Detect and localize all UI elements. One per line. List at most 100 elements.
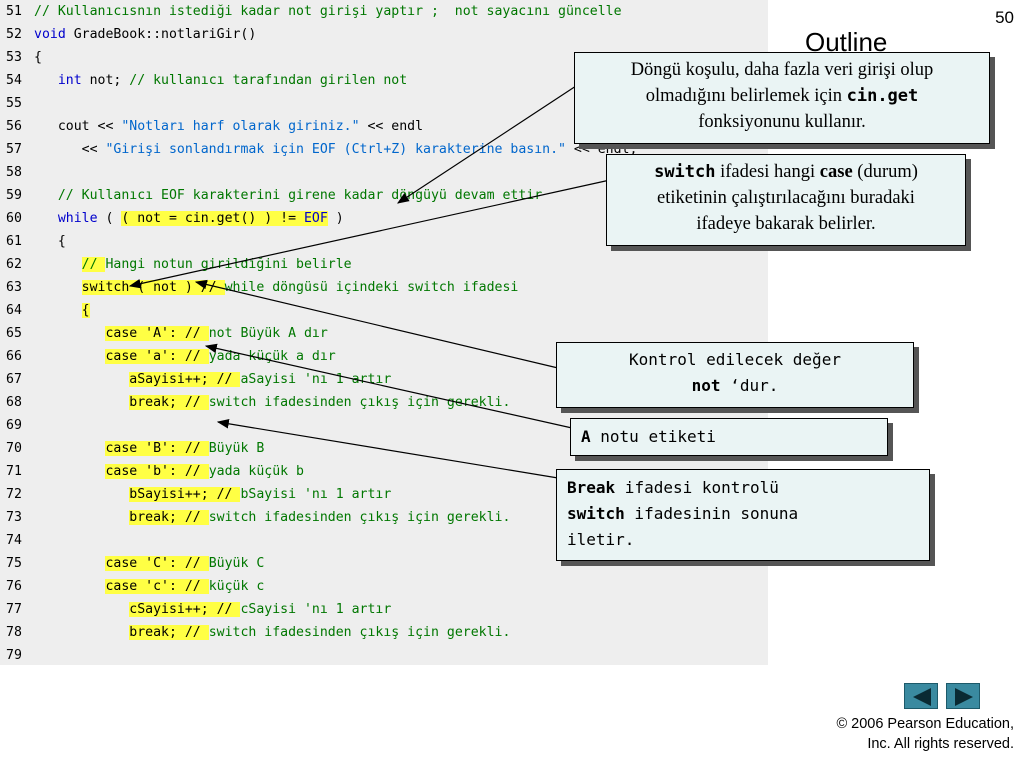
code-text: break; // switch ifadesinden çıkış için …: [34, 391, 510, 414]
code-text: void GradeBook::notlariGir(): [34, 23, 256, 46]
code-text: aSayisi++; // aSayisi 'nı 1 artır: [34, 368, 391, 391]
code-segment: [34, 487, 129, 502]
line-number: 53: [6, 50, 22, 65]
line-number: 66: [6, 349, 22, 364]
code-segment: while döngüsü içindeki switch ifadesi: [224, 280, 519, 295]
code-line: 61 {: [0, 230, 768, 253]
next-slide-button[interactable]: [946, 683, 980, 709]
line-number: 58: [6, 165, 22, 180]
code-segment: [34, 211, 58, 226]
code-line: 73 break; // switch ifadesinden çıkış iç…: [0, 506, 768, 529]
code-segment: break; //: [129, 510, 209, 525]
code-segment: switch ifadesinden çıkış için gerekli.: [208, 395, 511, 410]
callout-break-bold: Break: [567, 478, 616, 497]
callout-switch-line3: ifadeye bakarak belirler.: [696, 214, 876, 234]
code-text: case 'a': // yada küçük a dır: [34, 345, 336, 368]
code-line: 55: [0, 92, 768, 115]
callout-break-line3: iletir.: [567, 530, 635, 549]
code-segment: [34, 579, 105, 594]
code-segment: [34, 510, 129, 525]
code-segment: switch ifadesinden çıkış için gerekli.: [208, 625, 511, 640]
code-segment: <<: [34, 142, 106, 157]
line-number: 71: [6, 464, 22, 479]
code-text: cout << "Notları harf olarak giriniz." <…: [34, 115, 423, 138]
code-segment: ( not = cin.get() ) !=: [121, 211, 304, 226]
callout-switch-text1: ifadesi hangi: [715, 162, 820, 182]
code-segment: GradeBook::notlariGir(): [65, 27, 257, 42]
code-segment: [34, 257, 82, 272]
line-number: 52: [6, 27, 22, 42]
code-segment: case 'B': //: [105, 441, 209, 456]
callout-switch-text2: (durum): [852, 162, 918, 182]
code-segment: [34, 280, 82, 295]
code-text: while ( ( not = cin.get() ) != EOF ): [34, 207, 344, 230]
line-number: 54: [6, 73, 22, 88]
code-line: 54 int not; // kullanıcı tarafından giri…: [0, 69, 768, 92]
callout-break-text1: ifadesi kontrolü: [615, 478, 779, 497]
code-text: cSayisi++; // cSayisi 'nı 1 artır: [34, 598, 391, 621]
code-segment: not;: [81, 73, 130, 88]
line-number: 70: [6, 441, 22, 456]
triangle-right-icon: [955, 688, 973, 706]
code-text: switch ( not ) // while döngüsü içindeki…: [34, 276, 518, 299]
code-segment: switch ( not ) //: [81, 280, 225, 295]
code-segment: [34, 188, 58, 203]
code-line: 75 case 'C': // Büyük C: [0, 552, 768, 575]
callout-control-line1: Kontrol edilecek değer: [629, 350, 841, 369]
code-segment: cSayisi 'nı 1 artır: [240, 602, 392, 617]
code-line: 58: [0, 161, 768, 184]
code-segment: ): [327, 211, 344, 226]
code-line: 64 {: [0, 299, 768, 322]
line-number: 57: [6, 142, 22, 157]
code-segment: case 'C': //: [105, 556, 209, 571]
code-line: 79: [0, 644, 768, 667]
code-line: 53 {: [0, 46, 768, 69]
code-line: 62 // Hangi notun girildiğini belirle: [0, 253, 768, 276]
line-number: 65: [6, 326, 22, 341]
code-segment: case 'c': //: [105, 579, 209, 594]
code-text: // Kullanıcısnın istediği kadar not giri…: [34, 0, 622, 23]
callout-cin-get-code: cin.get: [846, 86, 919, 106]
callout-label-a-text: notu etiketi: [590, 427, 716, 446]
line-number: 64: [6, 303, 22, 318]
callout-break-switch: switch: [567, 504, 625, 523]
code-segment: Büyük B: [208, 441, 265, 456]
code-segment: [34, 441, 105, 456]
callout-break-text2: ifadesinin sonuna: [624, 504, 799, 523]
code-segment: case 'b': //: [105, 464, 209, 479]
code-segment: {: [81, 303, 90, 318]
line-number: 51: [6, 4, 22, 19]
code-segment: void: [34, 27, 66, 42]
copyright-line1: © 2006 Pearson Education,: [836, 716, 1014, 732]
code-segment: (: [97, 211, 122, 226]
code-segment: << endl;: [565, 142, 638, 157]
previous-slide-button[interactable]: [904, 683, 938, 709]
code-text: case 'C': // Büyük C: [34, 552, 264, 575]
line-number: 69: [6, 418, 22, 433]
code-segment: break; //: [129, 395, 209, 410]
code-text: {: [34, 230, 66, 253]
code-line: 70 case 'B': // Büyük B: [0, 437, 768, 460]
code-text: break; // switch ifadesinden çıkış için …: [34, 621, 510, 644]
code-segment: [34, 395, 129, 410]
code-segment: break; //: [129, 625, 209, 640]
code-line: 56 cout << "Notları harf olarak giriniz.…: [0, 115, 768, 138]
code-line: 78 break; // switch ifadesinden çıkış iç…: [0, 621, 768, 644]
code-segment: [34, 625, 129, 640]
code-segment: // kullanıcı tarafından girilen not: [129, 73, 408, 88]
line-number: 77: [6, 602, 22, 617]
code-segment: not Büyük A dır: [208, 326, 328, 341]
code-segment: [34, 303, 82, 318]
code-segment: while: [57, 211, 98, 226]
code-segment: cout <<: [34, 119, 122, 134]
code-line: 72 bSayisi++; // bSayisi 'nı 1 artır: [0, 483, 768, 506]
callout-cin-get: Döngü koşulu, daha fazla veri girişi olu…: [574, 52, 990, 144]
code-segment: {: [34, 50, 42, 65]
code-text: case 'b': // yada küçük b: [34, 460, 304, 483]
code-segment: bSayisi 'nı 1 artır: [240, 487, 392, 502]
code-segment: aSayisi 'nı 1 artır: [240, 372, 392, 387]
code-segment: [34, 326, 105, 341]
callout-control-suffix: ‘dur.: [720, 376, 779, 395]
code-segment: bSayisi++; //: [129, 487, 241, 502]
code-segment: [34, 349, 105, 364]
